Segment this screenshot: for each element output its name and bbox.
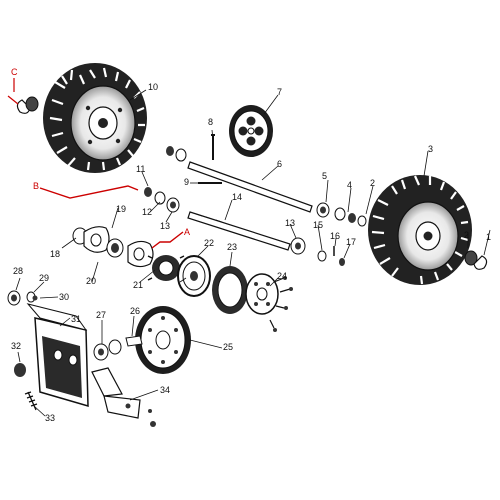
sprocket-wheel [229,105,273,157]
reference-marker-c: C [11,67,18,77]
drive-shaft [187,211,291,251]
callout-11: 11 [136,164,145,174]
bearing-flange-set [72,226,154,268]
friction-ring [212,266,248,314]
callout-13: 13 [160,221,170,231]
main-axle-shaft [187,161,313,213]
callout-26: 26 [130,306,140,316]
callout-7: 7 [277,87,282,97]
callout-13-right: 13 [285,218,295,228]
marker-c-label: C [11,67,18,77]
callout-27: 27 [96,310,106,320]
left-wheel-clip-c [7,78,39,114]
reference-marker-a: A [151,227,190,249]
callout-17: 17 [346,237,356,247]
callout-8: 8 [208,117,213,127]
part-callouts: 1 2 2 3 4 5 6 7 8 9 10 11 12 13 13 14 15… [11,82,491,423]
drive-wheel-plate [135,306,191,374]
callout-2-right: 2 [464,230,469,240]
callout-34: 34 [160,385,170,395]
callout-19: 19 [116,204,126,214]
frame-bracket [26,303,89,408]
callout-4: 4 [347,180,352,190]
callout-15: 15 [313,220,323,230]
callout-9: 9 [184,177,189,187]
left-bushing-set [144,146,187,213]
callout-10: 10 [148,82,158,92]
marker-a-label: A [184,227,190,237]
small-hardware [7,290,38,411]
callout-21: 21 [133,280,143,290]
callout-16: 16 [330,231,340,241]
bearing-set [93,335,143,361]
callout-32: 32 [11,341,21,351]
pinion-gear [147,255,185,281]
callout-22: 22 [204,238,214,248]
callout-23: 23 [227,242,237,252]
callout-18: 18 [50,249,60,259]
callout-12: 12 [142,207,152,217]
callout-28: 28 [13,266,23,276]
callout-1: 1 [486,232,491,242]
callout-30: 30 [59,292,69,302]
callout-2: 2 [370,178,375,188]
callout-29: 29 [39,273,49,283]
marker-b-label: B [33,181,39,191]
right-wheel-clip [464,250,488,270]
callout-20: 20 [86,276,96,286]
right-bushing-set [290,202,367,266]
hub-plate [245,273,293,332]
callout-25: 25 [223,342,233,352]
callout-5: 5 [322,171,327,181]
callout-14: 14 [232,192,242,202]
left-wheel-tire [43,63,147,173]
callout-33: 33 [45,413,55,423]
right-wheel-tire [368,175,472,285]
lever-bracket [91,367,156,427]
reference-marker-b: B [33,181,139,199]
callout-24: 24 [277,271,287,281]
callout-3: 3 [428,144,433,154]
callout-31: 31 [71,314,81,324]
leader-lines [15,89,491,417]
drive-disc [177,255,211,297]
callout-6: 6 [277,159,282,169]
